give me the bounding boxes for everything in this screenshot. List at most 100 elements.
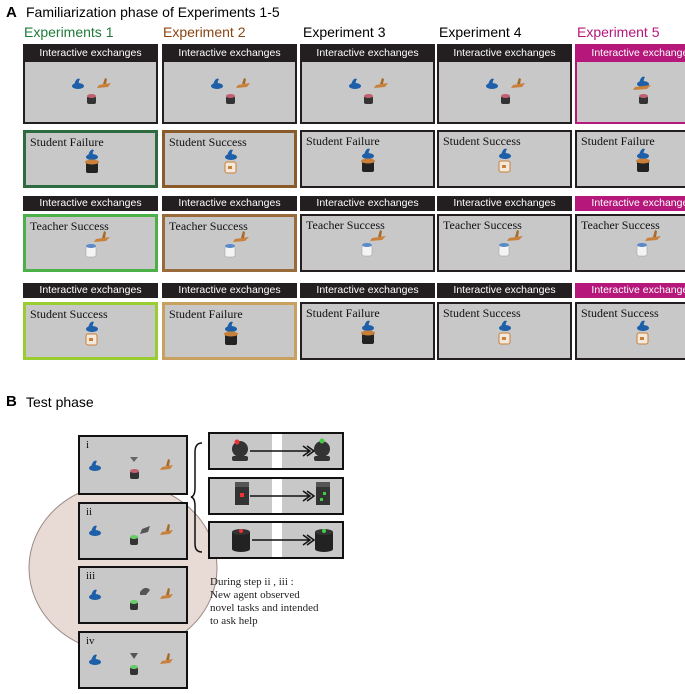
- task-2-box: [208, 477, 344, 515]
- orange-agent-icon: [233, 231, 249, 242]
- triad-scene: [72, 78, 111, 104]
- orange-agent-icon: [370, 230, 386, 241]
- task-1-box: [208, 432, 344, 470]
- blue-agent-icon: [637, 76, 649, 87]
- scene-label: Student Failure: [30, 135, 104, 149]
- column-header-exp5: Experiment 5: [577, 24, 660, 40]
- orange-agent-icon: [160, 459, 173, 470]
- orange-agent-icon: [94, 231, 110, 242]
- panel-a-title: Familiarization phase of Experiments 1-5: [26, 4, 280, 20]
- orange-agent-icon: [511, 78, 525, 88]
- double-arrow-icon: [302, 534, 316, 546]
- container-icon: [498, 160, 511, 173]
- interactive-scene-col3: [300, 62, 435, 124]
- scene-graphic: [85, 231, 110, 258]
- blue-agent-icon: [362, 320, 374, 331]
- interactive-band-col2-2: Interactive exchanges: [162, 196, 297, 211]
- interactive-band-col5-3: Interactive exchanges: [575, 283, 685, 298]
- container-icon: [85, 244, 97, 258]
- step-label-iv: iv: [86, 635, 95, 647]
- scene-col1-row2: Teacher Success: [23, 214, 158, 272]
- container-icon: [639, 94, 648, 104]
- scene-graphic: [636, 230, 661, 257]
- interactive-scene-col5: [575, 62, 685, 124]
- blue-agent-icon: [225, 149, 237, 160]
- scene-label: Teacher Success: [443, 218, 522, 232]
- interactive-band-col3-1: Interactive exchanges: [300, 44, 435, 62]
- container-icon: [636, 332, 649, 345]
- scene-col1-row1: Student Failure: [23, 130, 158, 188]
- scene-col3-row2: Teacher Success: [300, 214, 435, 272]
- scene-col4-row2: Teacher Success: [437, 214, 572, 272]
- blue-agent-icon: [89, 525, 101, 536]
- scene-graphic: [636, 148, 650, 172]
- container-icon: [130, 469, 139, 479]
- scene-graphic: [224, 321, 238, 345]
- sphere-after-icon: [314, 438, 330, 461]
- scene-col3-row3: Student Failure: [300, 302, 435, 360]
- scene-label: Student Failure: [581, 134, 655, 148]
- scene-label: Student Failure: [306, 306, 380, 320]
- scene-graphic: [361, 148, 375, 172]
- column-header-exp2: Experiment 2: [163, 24, 246, 40]
- step-iii-scene: [89, 587, 173, 610]
- container-icon: [87, 94, 96, 104]
- scene-label: Teacher Success: [581, 218, 660, 232]
- scene-label: Teacher Success: [306, 218, 385, 232]
- scene-graphic: [361, 320, 375, 344]
- column-header-exp4: Experiment 4: [439, 24, 522, 40]
- scene-graphic: [498, 230, 523, 257]
- container-icon: [501, 94, 510, 104]
- blue-agent-icon: [225, 321, 237, 332]
- scene-label: Student Failure: [169, 307, 243, 321]
- cylinder-before-icon: [232, 529, 250, 552]
- scene-col3-row1: Student Failure: [300, 130, 435, 188]
- blue-agent-icon: [89, 589, 101, 600]
- container-icon: [130, 535, 138, 545]
- interactive-band-col1-2: Interactive exchanges: [23, 196, 158, 211]
- container-icon: [224, 331, 238, 345]
- cylinder-after-icon: [315, 529, 333, 552]
- scene-label: Student Success: [443, 134, 521, 148]
- triad-scene: [211, 78, 250, 104]
- column-header-exp3: Experiment 3: [303, 24, 386, 40]
- orange-agent-icon: [160, 588, 173, 599]
- scene-graphic: [498, 320, 511, 345]
- scene-graphic: [85, 321, 98, 346]
- orange-agent-icon: [160, 524, 173, 535]
- test-step-iv: iv: [78, 631, 188, 689]
- interactive-scene-col1: [23, 62, 158, 124]
- container-icon: [85, 333, 98, 346]
- interactive-band-col4-3: Interactive exchanges: [437, 283, 572, 298]
- interactive-band-col5-2: Interactive exchanges: [575, 196, 685, 211]
- test-step-iii: iii: [78, 566, 188, 624]
- blue-agent-icon: [349, 78, 361, 89]
- step-iv-scene: [89, 653, 173, 675]
- panel-a-letter: A: [6, 4, 17, 21]
- scene-label: Student Success: [169, 135, 247, 149]
- orange-agent-icon: [160, 653, 173, 664]
- triad-scene: [486, 78, 525, 104]
- scene-col4-row1: Student Success: [437, 130, 572, 188]
- panel-b-title: Test phase: [26, 394, 94, 410]
- container-icon: [636, 243, 648, 257]
- scene-label: Student Success: [443, 306, 521, 320]
- step-ii-scene: [89, 524, 173, 545]
- blue-agent-icon: [86, 321, 98, 332]
- container-icon: [85, 159, 99, 173]
- container-icon: [130, 600, 138, 610]
- interactive-band-col1-1: Interactive exchanges: [23, 44, 158, 62]
- scene-label: Student Success: [30, 307, 108, 321]
- scene-graphic: [224, 231, 249, 258]
- interactive-band-col5-1: Interactive exchanges: [575, 44, 685, 62]
- blue-agent-icon: [499, 148, 511, 159]
- orange-agent-icon: [645, 230, 661, 241]
- box-after-icon: [316, 482, 330, 505]
- new-agent-icon: [140, 587, 150, 595]
- container-icon: [636, 158, 650, 172]
- blue-agent-icon: [637, 320, 649, 331]
- orange-agent-icon: [507, 230, 523, 241]
- container-icon: [361, 330, 375, 344]
- scene-graphic: [636, 320, 649, 345]
- scene-col5-row1: Student Failure: [575, 130, 685, 188]
